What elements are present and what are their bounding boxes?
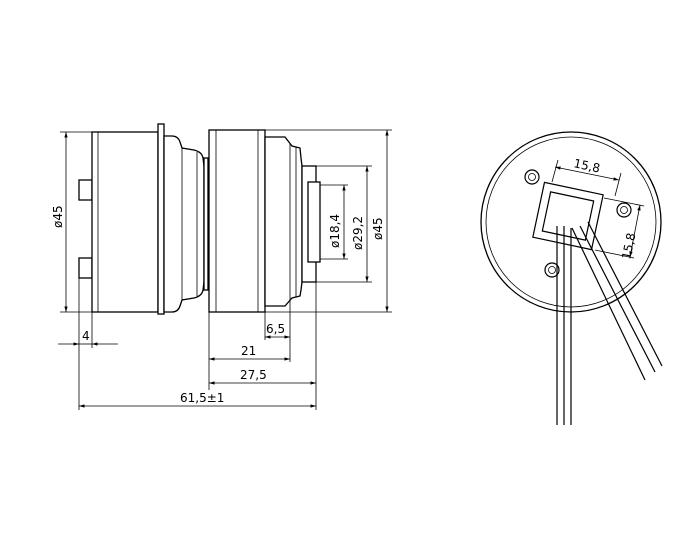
right-connector [307,181,321,263]
mounting-hole-bottom [544,262,560,278]
body-total-label: 27,5 [240,368,267,382]
flange-width-label: 4 [82,329,90,343]
inner-diameter-small-label: ø18,4 [328,214,342,248]
dim-inner-diameters: ø18,4 ø29,2 [316,165,372,283]
left-main-body [91,131,159,313]
square-height-label: 15,8 [619,232,638,261]
dim-square-height: 15,8 [594,197,645,261]
left-flange [157,123,165,315]
front-view: 15,8 15,8 [480,131,663,425]
square-width-label: 15,8 [572,156,601,175]
body-length-label: 21 [241,344,256,358]
overall-length-label: 61,5±1 [180,391,224,405]
left-housing [78,123,209,315]
left-diameter-label: ø45 [51,205,65,228]
left-collar [163,135,205,313]
left-tab-bottom [78,257,93,279]
cable-wires [556,221,663,425]
right-housing [208,129,321,313]
dim-square-width: 15,8 [551,156,622,197]
right-collar [264,136,303,307]
dim-horizontals: 4 6,5 21 27,5 61,5±1 [58,278,317,410]
mounting-hole-top [524,169,540,185]
dim-right-diameter: ø45 [265,129,392,313]
boss-width-label: 6,5 [266,322,285,336]
left-spigot [203,157,209,291]
left-tab-top [78,179,93,201]
right-main-body [208,129,266,313]
right-diameter-label: ø45 [371,217,385,240]
inner-diameter-mid-label: ø29,2 [351,216,365,250]
dim-left-diameter: ø45 [51,131,92,313]
